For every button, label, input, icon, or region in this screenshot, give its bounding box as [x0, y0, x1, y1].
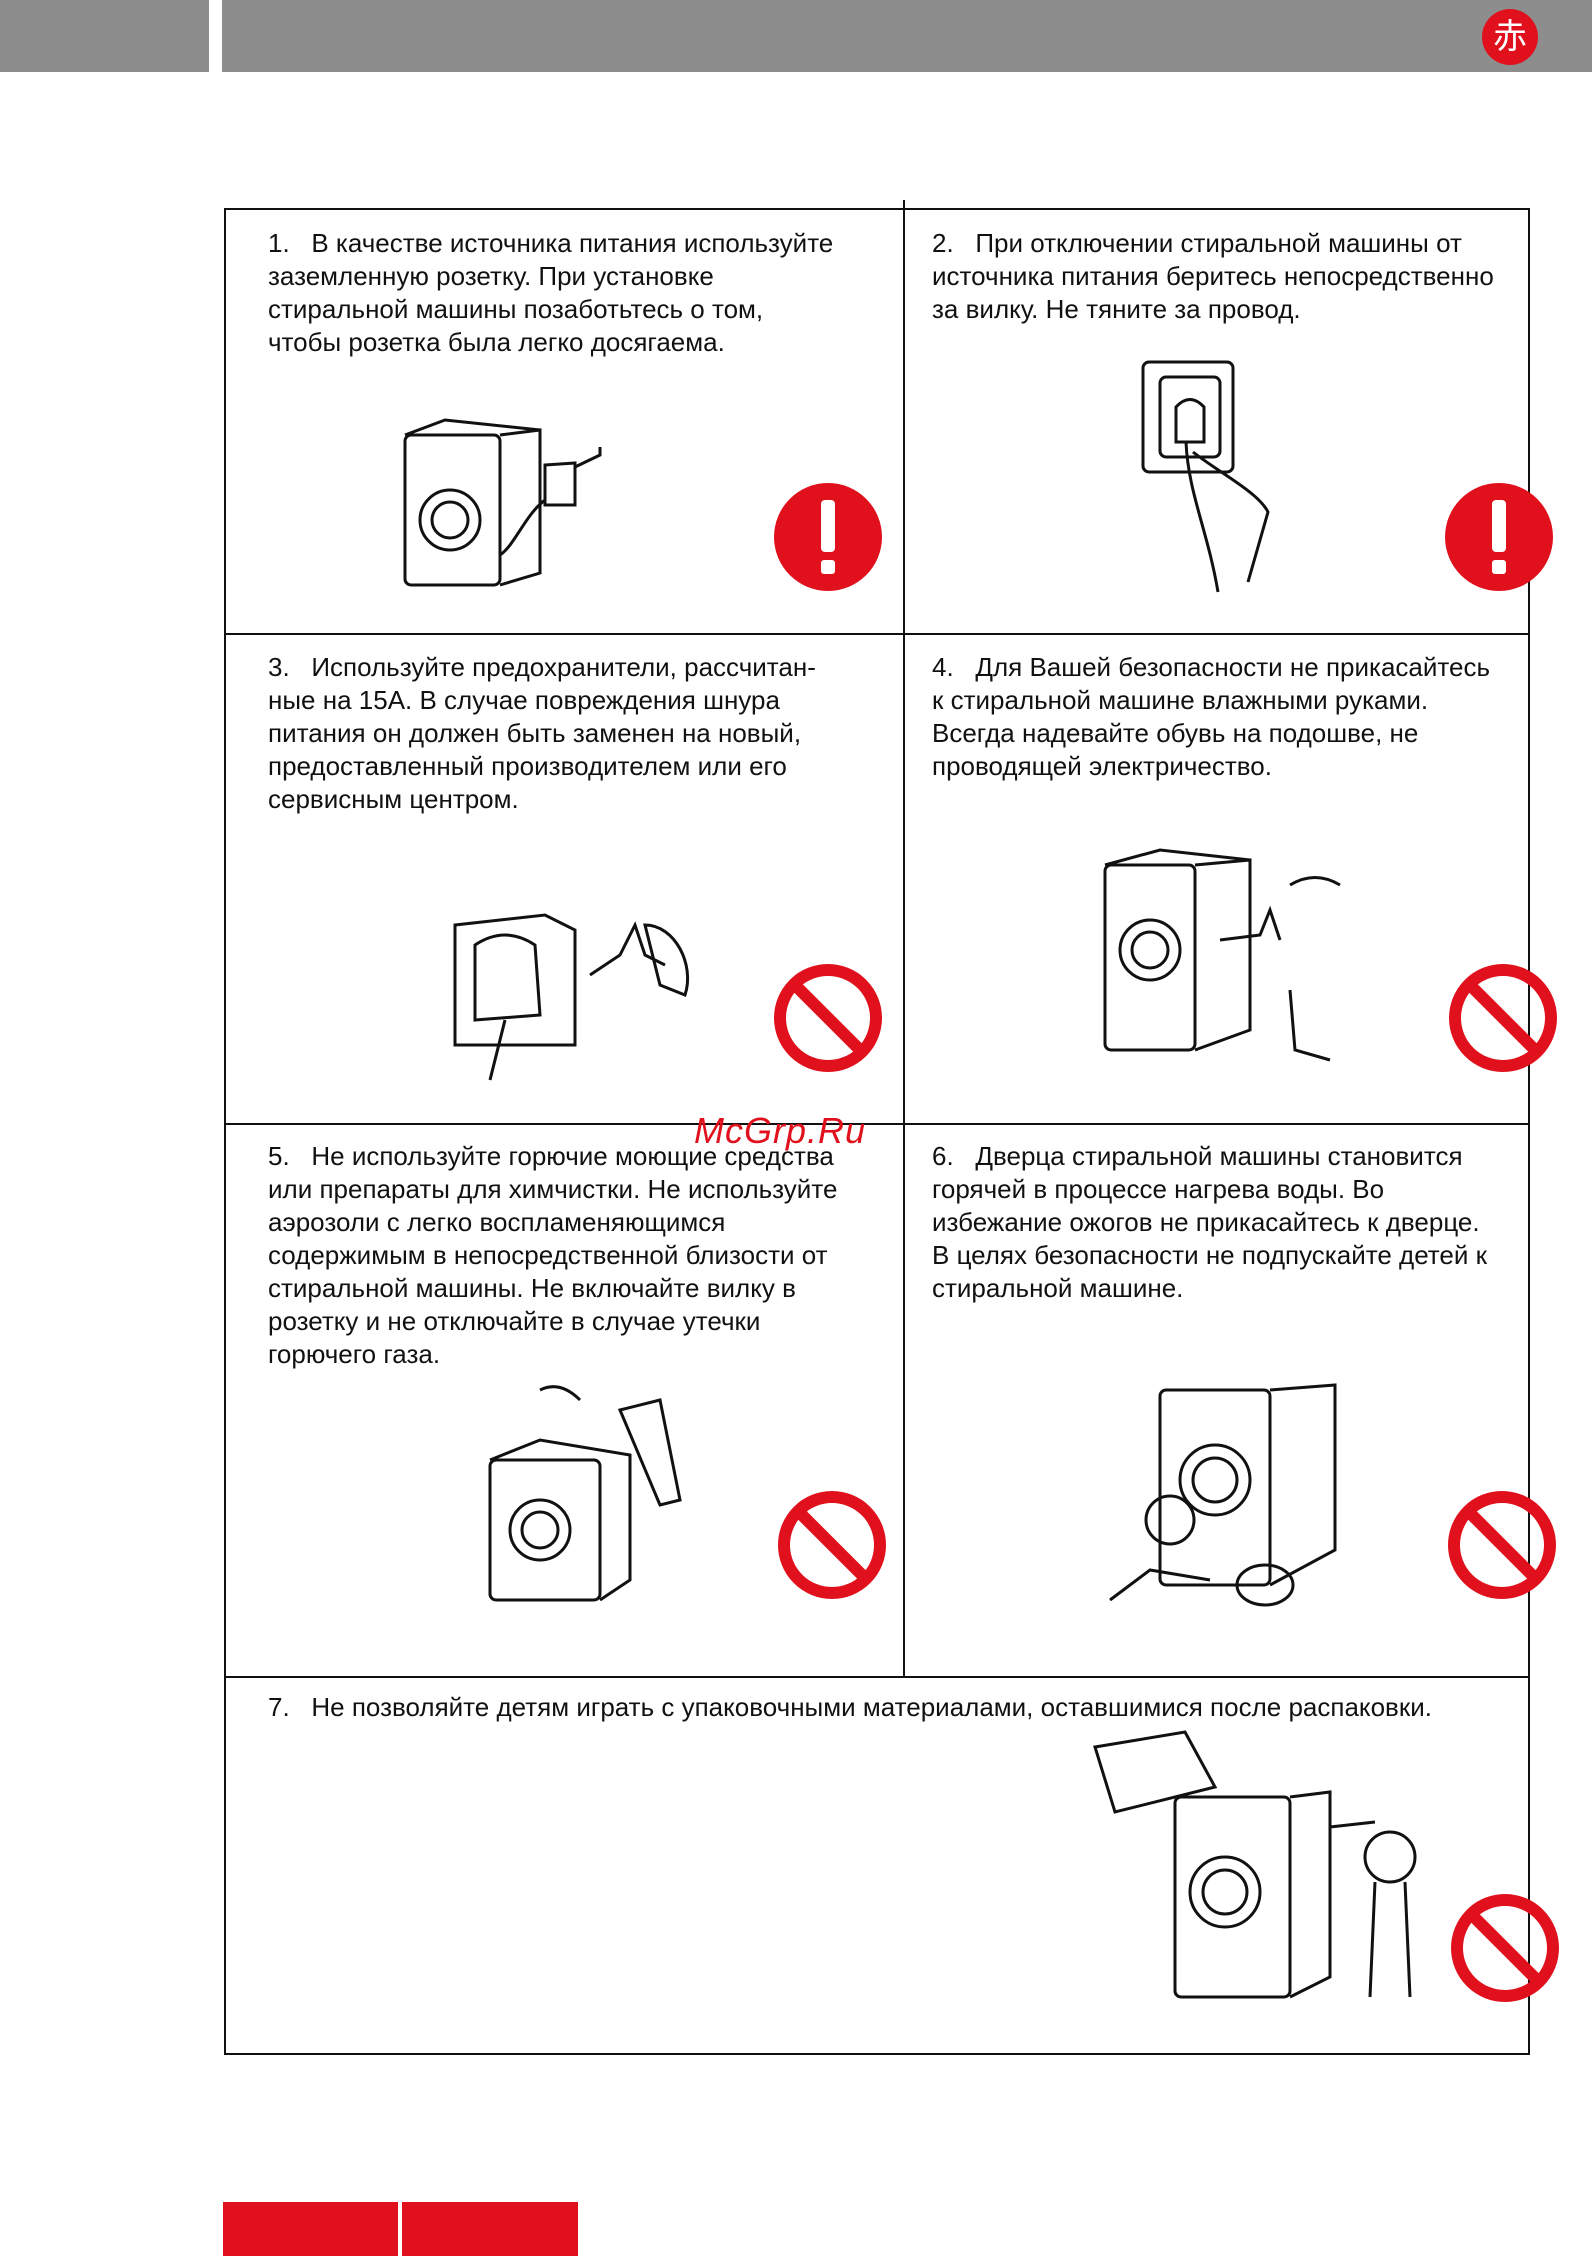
prohibited-icon — [1449, 964, 1557, 1072]
washing-machine-socket-illustration — [403, 418, 602, 587]
prohibited-icon — [1451, 1894, 1559, 2002]
child-packaging-illustration — [1093, 1730, 1417, 1999]
safety-item-2: 2. При отключении стиральной машины от и… — [932, 228, 1494, 324]
row-divider — [224, 1676, 1530, 1678]
watermark: McGrp.Ru — [694, 1110, 867, 1151]
safety-item-7: 7. Не позволяйте детям играть с упаковоч… — [268, 1692, 1432, 1722]
plug-hand-illustration — [1141, 360, 1270, 593]
safety-item-6: 6. Дверца стиральной машины становится г… — [932, 1141, 1487, 1303]
row-divider — [224, 633, 1530, 635]
wet-hands-illustration — [1103, 848, 1341, 1062]
safety-item-5: 5. Не используйте горючие моющие средств… — [268, 1141, 838, 1369]
safety-item-1: 1. В качестве источника питания использу… — [268, 228, 834, 357]
safety-item-3: 3. Используйте предохранители, рассчитан… — [268, 652, 816, 814]
safety-item-4: 4. Для Вашей безопасности не прикасайтес… — [932, 652, 1491, 781]
header-bar-left — [0, 0, 209, 72]
footer-bar-left — [223, 2202, 398, 2256]
brand-logo-icon: 赤 — [1482, 9, 1538, 65]
plug-fuse-illustration — [453, 913, 690, 1081]
column-divider — [903, 200, 905, 1678]
header-bar-right — [222, 0, 1592, 72]
safety-table — [224, 208, 1530, 2055]
row-divider — [224, 1123, 1530, 1125]
prohibited-icon — [1448, 1491, 1556, 1599]
warning-icon — [1445, 483, 1553, 591]
child-hot-door-illustration — [1109, 1383, 1337, 1607]
footer-bar-right — [402, 2202, 578, 2256]
aerosol-illustration — [488, 1385, 682, 1602]
prohibited-icon — [774, 964, 882, 1072]
warning-icon — [774, 483, 882, 591]
prohibited-icon — [778, 1491, 886, 1599]
